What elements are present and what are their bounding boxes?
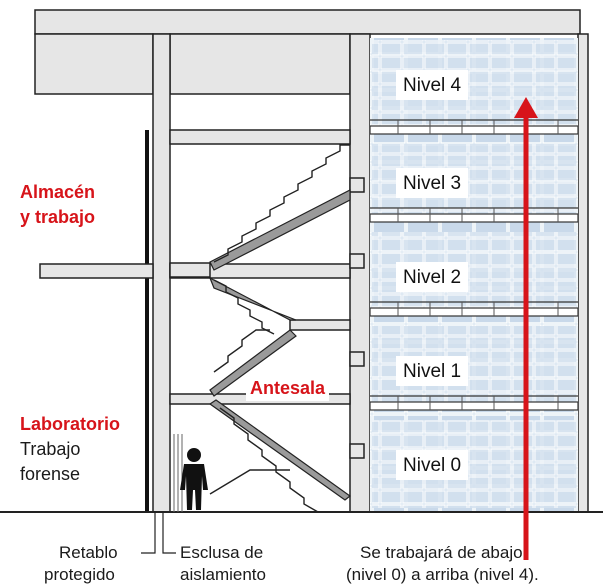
label-forense: forense [20, 464, 81, 484]
caption-retablo-1: Retablo [59, 543, 118, 562]
caption-esclusa-2: aislamiento [180, 565, 266, 584]
label-almacen: Almacén [20, 182, 96, 202]
caption-esclusa-1: Esclusa de [180, 543, 264, 562]
caption-note-2: (nivel 0) a arriba (nivel 4). [346, 565, 539, 584]
level-1-label: Nivel 1 [396, 356, 469, 386]
level-0-label: Nivel 0 [396, 450, 469, 480]
caption-connectors [141, 512, 176, 554]
stairs [208, 144, 351, 513]
walls [145, 33, 589, 513]
label-y-trabajo: y trabajo [20, 207, 96, 227]
staircase-landings [169, 129, 365, 459]
scaffold-decks [369, 119, 579, 411]
level-3-label: Nivel 3 [396, 168, 469, 198]
level-2-label: Nivel 2 [396, 262, 469, 292]
top-ceiling [34, 9, 581, 95]
label-antesala: Antesala [246, 376, 330, 401]
direction-arrow [514, 97, 538, 560]
esclusa-posts [173, 434, 183, 512]
level-4-label: Nivel 4 [396, 70, 469, 100]
caption-retablo-2: protegido [44, 565, 115, 584]
person-icon [180, 448, 208, 510]
floor-slab-left [39, 263, 154, 279]
label-trabajo: Trabajo [20, 439, 81, 459]
caption-note-1: Se trabajará de abajo [360, 543, 523, 562]
label-laboratorio: Laboratorio [20, 414, 121, 434]
